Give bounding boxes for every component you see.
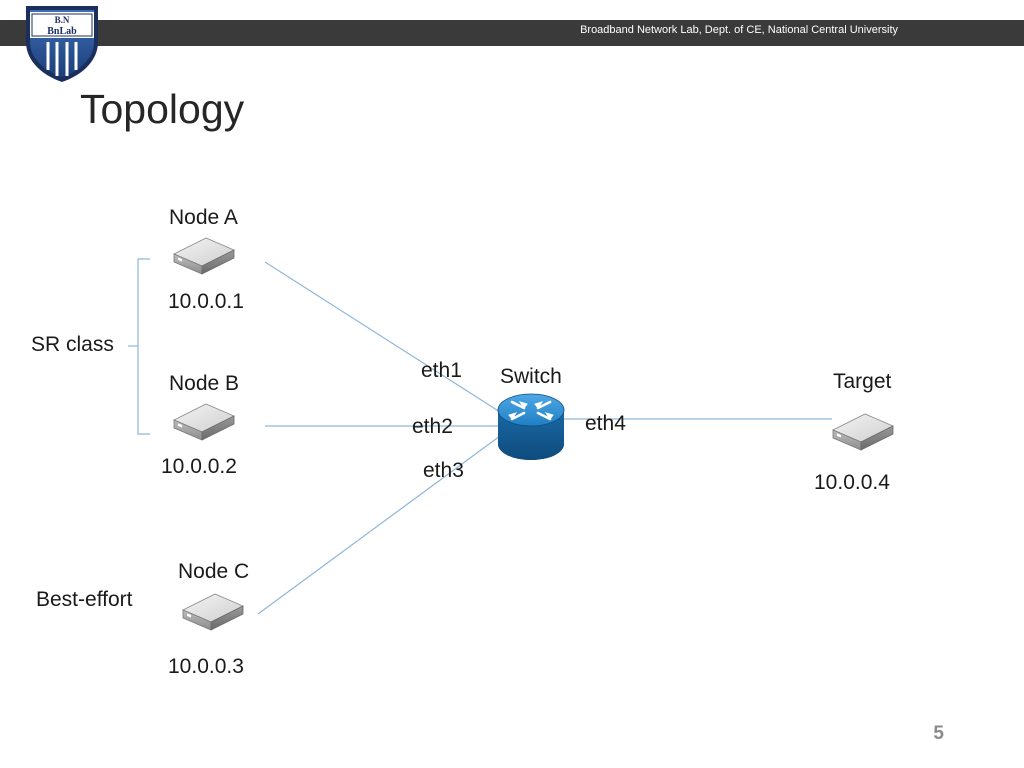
node-c-host-icon	[182, 593, 244, 631]
switch-label: Switch	[500, 365, 562, 388]
node-b-host-icon	[173, 403, 235, 441]
switch-router-icon	[497, 393, 565, 460]
page-title: Topology	[80, 86, 245, 132]
sr-class-label: SR class	[31, 333, 114, 356]
node-a-host-icon	[173, 237, 235, 275]
target-ip: 10.0.0.4	[814, 471, 890, 494]
port-eth3-label: eth3	[423, 459, 464, 482]
target-label: Target	[833, 370, 892, 393]
node-c-label: Node C	[178, 560, 250, 583]
port-eth2-label: eth2	[412, 415, 453, 438]
header-bar	[0, 20, 1024, 46]
node-a-label: Node A	[169, 206, 238, 229]
node-a-ip: 10.0.0.1	[168, 290, 244, 313]
link-node-c-switch	[257, 435, 501, 615]
node-b-ip: 10.0.0.2	[161, 455, 237, 478]
node-c-ip: 10.0.0.3	[168, 655, 244, 678]
header-affiliation: Broadband Network Lab, Dept. of CE, Nati…	[580, 24, 898, 36]
target-host-icon	[832, 413, 894, 451]
port-eth4-label: eth4	[585, 412, 626, 435]
svg-text:BnLab: BnLab	[47, 26, 77, 37]
best-effort-label: Best-effort	[36, 588, 133, 611]
bnlab-logo: B.N BnLab	[26, 6, 98, 82]
node-b-label: Node B	[169, 372, 240, 395]
link-node-a-switch	[264, 261, 501, 413]
port-eth1-label: eth1	[421, 359, 462, 382]
page-number: 5	[933, 723, 944, 744]
svg-text:B.N: B.N	[55, 15, 70, 25]
sr-class-bracket	[137, 258, 150, 435]
